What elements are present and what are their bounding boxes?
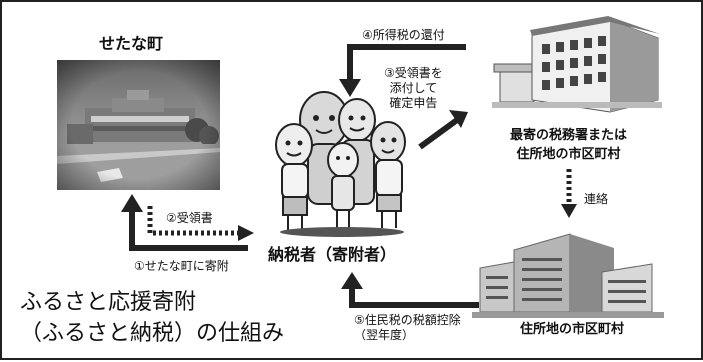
step3-line3: 確定申告 bbox=[389, 96, 438, 110]
tax-office-line2: 住所地の市区町村 bbox=[516, 147, 621, 162]
taxpayer-label: 納税者（寄附者） bbox=[268, 245, 397, 264]
town-hall-photo-drawing bbox=[57, 60, 220, 190]
refund-arrow bbox=[339, 44, 466, 97]
donation-arrow bbox=[121, 194, 248, 251]
tax-office-building-icon bbox=[492, 16, 662, 113]
step5-label: ⑤住民税の税額控除 （翌年度） bbox=[354, 313, 461, 343]
resident-tax-arrow bbox=[341, 272, 479, 308]
step4-label: ④所得税の還付 bbox=[362, 28, 445, 42]
tax-office-label: 最寄の税務署または 住所地の市区町村 bbox=[510, 126, 627, 164]
municipality-label: 住所地の市区町村 bbox=[520, 322, 625, 337]
town-name: せたな町 bbox=[99, 34, 164, 53]
tax-return-arrow bbox=[418, 110, 468, 150]
tax-office-line1: 最寄の税務署または bbox=[510, 128, 628, 143]
town-hall-photo bbox=[57, 60, 220, 190]
step5-line1: ⑤住民税の税額控除 bbox=[354, 313, 461, 327]
step3-line1: ③受領書を bbox=[384, 66, 443, 80]
municipality-building-icon bbox=[472, 233, 664, 318]
step1-label: ①せたな町に寄附 bbox=[134, 259, 229, 273]
title-line2: （ふるさと納税）の仕組み bbox=[20, 321, 285, 346]
step2-label: ②受領書 bbox=[166, 211, 213, 225]
step3-label: ③受領書を 添付して 確定申告 bbox=[384, 66, 443, 111]
family-illustration-icon bbox=[275, 91, 406, 237]
step3-line2: 添付して bbox=[389, 81, 438, 95]
diagram-title: ふるさと応援寄附 （ふるさと納税）の仕組み bbox=[20, 287, 284, 349]
step5-line2: （翌年度） bbox=[354, 328, 415, 342]
liaison-label: 連絡 bbox=[584, 192, 609, 206]
title-line1: ふるさと応援寄附 bbox=[20, 290, 197, 315]
liaison-arrow bbox=[561, 169, 577, 218]
receipt-arrow bbox=[147, 206, 254, 241]
